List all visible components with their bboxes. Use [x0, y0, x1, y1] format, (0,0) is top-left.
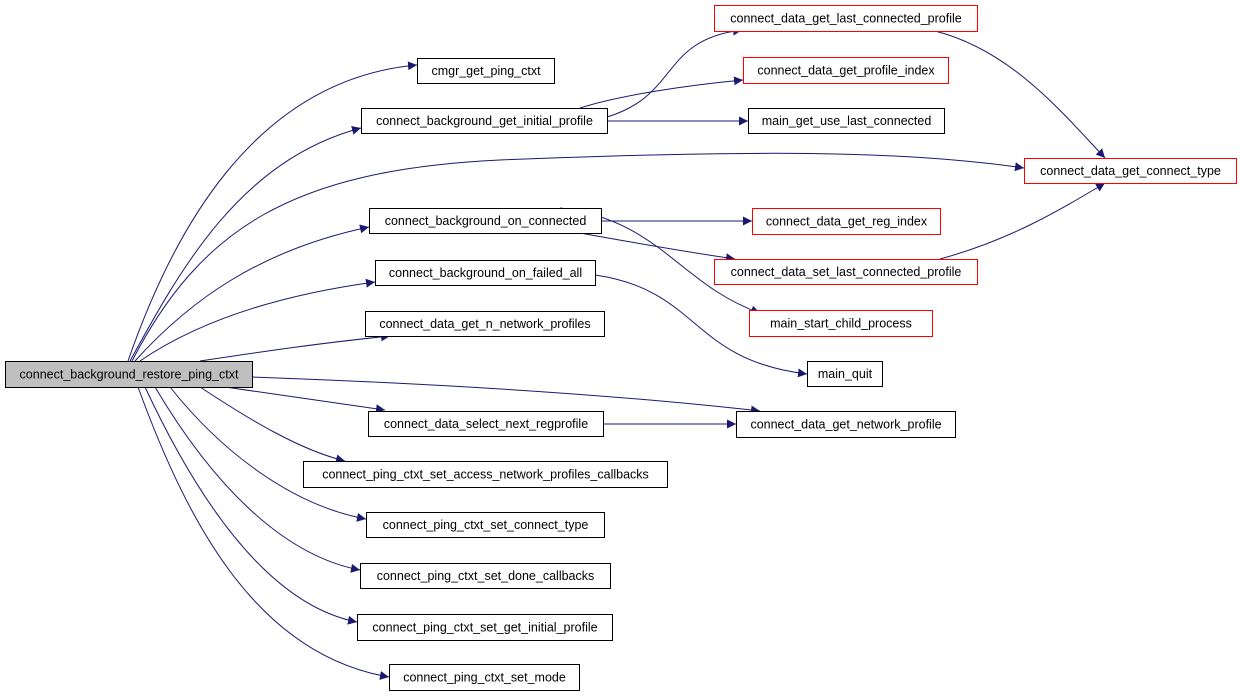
edge-root-to-set-mode: [137, 386, 390, 680]
node-box: [736, 411, 956, 438]
edge-last-conn-to-connect-type: [934, 30, 1106, 159]
node-bg-connected[interactable]: connect_background_on_connected: [369, 208, 602, 234]
node-use-last[interactable]: main_get_use_last_connected: [748, 108, 945, 134]
edge-root-to-net-profile: [251, 376, 761, 415]
node-box: [749, 310, 933, 337]
node-box: [807, 361, 883, 387]
edge-root-to-bg-initial: [129, 125, 362, 362]
node-set-done[interactable]: connect_ping_ctxt_set_done_callbacks: [360, 563, 611, 589]
node-set-ctype[interactable]: connect_ping_ctxt_set_connect_type: [366, 512, 605, 538]
edge-bg-initial-to-profile-index: [579, 76, 744, 109]
node-cmgr-ping[interactable]: cmgr_get_ping_ctxt: [417, 58, 555, 84]
node-label: connect_data_get_reg_index: [766, 214, 928, 228]
node-label: connect_ping_ctxt_set_get_initial_profil…: [372, 620, 597, 634]
node-label: connect_ping_ctxt_set_access_network_pro…: [322, 467, 649, 481]
node-connect-type[interactable]: connect_data_get_connect_type: [1024, 158, 1237, 184]
node-box: [365, 311, 605, 337]
node-select-next[interactable]: connect_data_select_next_regprofile: [368, 411, 604, 437]
node-label: connect_data_get_network_profile: [750, 417, 941, 431]
node-box: [303, 461, 668, 488]
node-root[interactable]: connect_background_restore_ping_ctxt: [5, 361, 253, 388]
node-box: [357, 614, 613, 641]
edge-bg-failed-to-main-quit: [594, 274, 808, 378]
node-n-profiles[interactable]: connect_data_get_n_network_profiles: [365, 311, 605, 337]
edge-bg-initial-to-last-conn: [606, 26, 743, 118]
edge-set-last-to-connect-type: [939, 182, 1106, 260]
node-label: connect_ping_ctxt_set_done_callbacks: [377, 569, 595, 583]
node-label: connect_data_get_connect_type: [1040, 164, 1221, 178]
node-label: connect_data_get_n_network_profiles: [379, 317, 590, 331]
node-box: [417, 58, 555, 84]
node-label: connect_background_restore_ping_ctxt: [20, 367, 239, 381]
node-label: connect_background_get_initial_profile: [376, 114, 593, 128]
node-box: [366, 512, 605, 538]
node-label: connect_ping_ctxt_set_mode: [403, 670, 566, 684]
edge-root-to-set-access: [199, 386, 346, 464]
node-box: [714, 5, 978, 32]
node-set-last[interactable]: connect_data_set_last_connected_profile: [714, 259, 978, 285]
edge-layer: [127, 26, 1106, 680]
node-set-get-initial[interactable]: connect_ping_ctxt_set_get_initial_profil…: [357, 614, 613, 641]
edge-root-to-set-ctype: [169, 386, 367, 522]
edge-root-to-cmgr-ping: [127, 61, 418, 362]
node-label: main_quit: [818, 367, 873, 381]
edge-root-to-n-profiles: [199, 332, 391, 362]
node-box: [743, 57, 949, 84]
edge-root-to-set-done: [154, 386, 361, 573]
edge-root-to-bg-connected: [134, 224, 370, 362]
node-label: cmgr_get_ping_ctxt: [431, 64, 541, 78]
edge-root-to-set-get-initial: [144, 386, 358, 625]
edge-root-to-connect-type: [131, 152, 1025, 362]
node-last-conn[interactable]: connect_data_get_last_connected_profile: [714, 5, 978, 32]
node-box: [1024, 158, 1237, 184]
node-box: [5, 361, 253, 388]
node-bg-failed[interactable]: connect_background_on_failed_all: [375, 260, 596, 286]
node-box: [360, 563, 611, 589]
node-set-mode[interactable]: connect_ping_ctxt_set_mode: [389, 664, 580, 691]
node-box: [375, 260, 596, 286]
node-box: [748, 108, 945, 134]
node-box: [361, 108, 608, 134]
edge-root-to-bg-failed: [139, 278, 376, 362]
node-box: [389, 664, 580, 691]
node-set-access[interactable]: connect_ping_ctxt_set_access_network_pro…: [303, 461, 668, 488]
node-label: connect_data_get_last_connected_profile: [730, 11, 961, 25]
node-label: main_get_use_last_connected: [762, 114, 932, 128]
node-main-quit[interactable]: main_quit: [807, 361, 883, 387]
edge-root-to-select-next: [224, 386, 386, 414]
node-label: connect_background_on_failed_all: [389, 266, 582, 280]
node-box: [369, 208, 602, 234]
node-label: main_start_child_process: [770, 316, 912, 330]
node-reg-index[interactable]: connect_data_get_reg_index: [752, 208, 941, 235]
node-box: [714, 259, 978, 285]
node-label: connect_data_set_last_connected_profile: [731, 265, 962, 279]
node-layer: connect_background_restore_ping_ctxt cmgr…: [5, 5, 1237, 691]
node-bg-initial[interactable]: connect_background_get_initial_profile: [361, 108, 608, 134]
node-label: connect_ping_ctxt_set_connect_type: [383, 518, 589, 532]
node-box: [752, 208, 941, 235]
node-net-profile[interactable]: connect_data_get_network_profile: [736, 411, 956, 438]
edge-bg-connected-to-set-last: [579, 232, 736, 263]
node-label: connect_data_select_next_regprofile: [384, 417, 588, 431]
node-profile-index[interactable]: connect_data_get_profile_index: [743, 57, 949, 84]
node-label: connect_data_get_profile_index: [757, 63, 935, 77]
node-child-proc[interactable]: main_start_child_process: [749, 310, 933, 337]
node-label: connect_background_on_connected: [385, 214, 587, 228]
node-box: [368, 411, 604, 437]
